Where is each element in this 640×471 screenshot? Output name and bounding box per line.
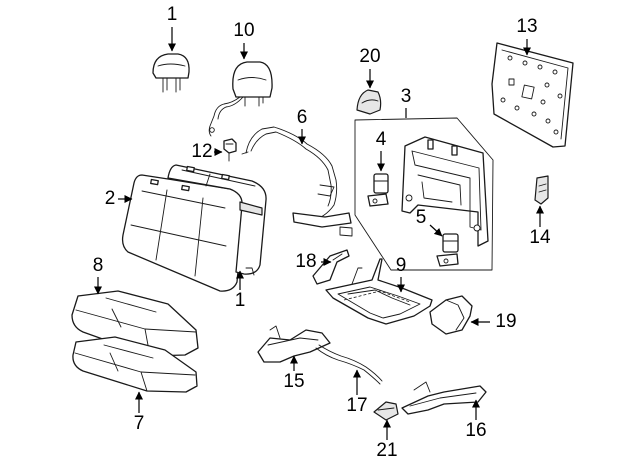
part-release-cable xyxy=(315,344,383,385)
part-recliner-lower xyxy=(436,233,459,267)
svg-text:19: 19 xyxy=(495,311,516,332)
part-headrest-large xyxy=(208,61,273,137)
part-seatback-frame-group xyxy=(354,117,494,271)
svg-text:2: 2 xyxy=(105,188,116,209)
callout-11: 1 xyxy=(167,4,178,52)
part-cap xyxy=(356,89,382,115)
part-back-panel xyxy=(491,42,574,148)
part-seatback-cushion xyxy=(121,174,245,292)
part-seat-cushion-lower xyxy=(72,336,198,393)
svg-text:7: 7 xyxy=(134,413,145,434)
svg-text:21: 21 xyxy=(376,440,397,461)
svg-text:1: 1 xyxy=(235,290,246,311)
part-frame-wire xyxy=(241,126,352,228)
svg-text:4: 4 xyxy=(376,129,387,150)
part-rail-trim-left xyxy=(312,226,353,285)
svg-text:9: 9 xyxy=(396,255,407,276)
callout-21: 21 xyxy=(376,419,398,461)
svg-text:14: 14 xyxy=(529,227,551,248)
callout-9: 9 xyxy=(396,255,407,293)
svg-text:12: 12 xyxy=(191,141,212,162)
callout-3: 3 xyxy=(401,86,412,118)
svg-text:17: 17 xyxy=(346,395,367,416)
callout-8: 8 xyxy=(93,255,104,295)
svg-text:13: 13 xyxy=(516,16,537,37)
callout-18: 18 xyxy=(295,251,332,272)
svg-text:3: 3 xyxy=(401,86,412,107)
callout-17: 17 xyxy=(346,369,368,416)
callout-15: 15 xyxy=(283,355,305,392)
svg-text:5: 5 xyxy=(416,207,427,228)
svg-text:20: 20 xyxy=(359,46,380,67)
callout-6: 6 xyxy=(297,107,308,145)
part-seat-track xyxy=(257,325,331,363)
part-seat-cushion-upper xyxy=(71,290,199,357)
callout-14: 14 xyxy=(529,205,551,248)
part-seat-track-right xyxy=(401,381,487,415)
part-small-bracket xyxy=(534,175,549,205)
svg-text:10: 10 xyxy=(233,20,254,41)
callout-7: 7 xyxy=(134,391,145,434)
svg-text:18: 18 xyxy=(295,251,316,272)
callout-12: 12 xyxy=(191,141,223,162)
callout-13: 13 xyxy=(516,16,538,56)
part-end-cover xyxy=(373,401,399,421)
callout-20: 20 xyxy=(359,46,381,89)
svg-text:6: 6 xyxy=(297,107,308,128)
svg-text:15: 15 xyxy=(283,371,304,392)
part-headrest-small xyxy=(152,53,190,93)
svg-text:16: 16 xyxy=(465,420,486,441)
svg-text:8: 8 xyxy=(93,255,104,276)
callout-4: 4 xyxy=(376,129,387,172)
part-clip xyxy=(223,138,237,162)
callout-1: 1 xyxy=(235,270,246,311)
part-rail-trim-right xyxy=(429,295,473,335)
callout-2: 2 xyxy=(105,188,133,209)
svg-text:1: 1 xyxy=(167,4,178,25)
part-seat-frame xyxy=(325,258,433,325)
part-recliner xyxy=(367,173,389,207)
callout-16: 16 xyxy=(465,399,487,441)
callout-10: 10 xyxy=(233,20,255,60)
callout-5: 5 xyxy=(416,207,443,237)
callout-19: 19 xyxy=(470,311,517,332)
